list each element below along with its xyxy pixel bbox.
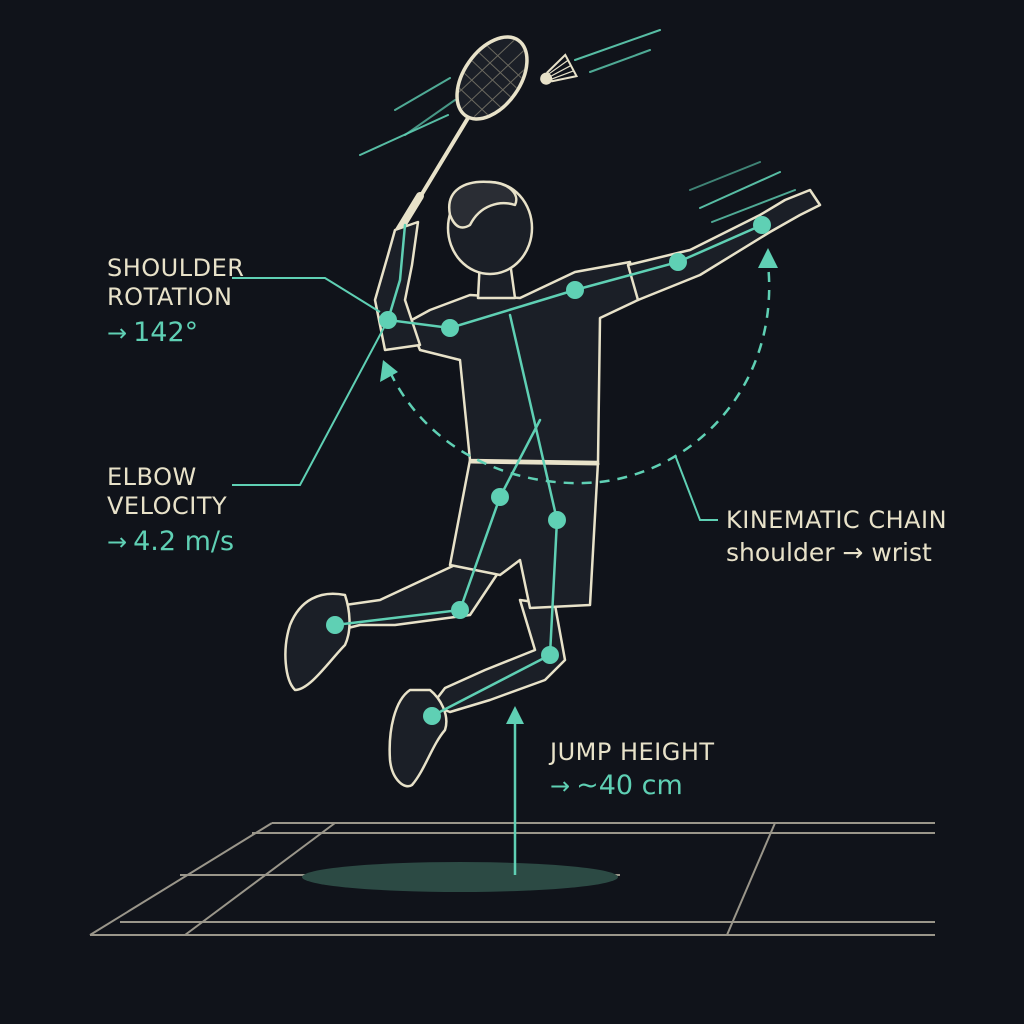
shoulder-rotation-value-row: →142° — [107, 319, 244, 346]
jump-height-arrow — [506, 706, 524, 875]
hip-joint-right — [548, 511, 566, 529]
spine-line-right — [508, 313, 559, 522]
arrow-icon: → — [107, 528, 128, 556]
shuttlecock-icon — [540, 53, 579, 85]
kinematic-chain-arc — [380, 248, 778, 485]
shoulder-leader-line — [232, 277, 381, 313]
player-figure — [284, 180, 822, 788]
landing-shadow — [302, 862, 618, 892]
shoulder-joint-left — [441, 319, 459, 337]
ankle-joint-front — [423, 707, 441, 725]
ankle-joint-back — [326, 616, 344, 634]
back-shoe — [284, 592, 351, 692]
shoulder-rotation-label: SHOULDER ROTATION →142° — [107, 256, 244, 346]
jump-height-label: JUMP HEIGHT →~40 cm — [550, 740, 715, 799]
jump-height-title: JUMP HEIGHT — [550, 738, 715, 766]
shoulder-rotation-value: 142° — [133, 317, 199, 348]
court-service-line-right — [726, 822, 776, 936]
leader-lines — [232, 277, 718, 521]
kinematic-leader-line — [674, 454, 718, 521]
elbow-velocity-label: ELBOW VELOCITY →4.2 m/s — [107, 465, 234, 555]
shorts — [448, 458, 600, 610]
waistband — [468, 460, 600, 466]
hip-joint-left — [491, 488, 509, 506]
court-side-line — [89, 822, 273, 936]
elbow-velocity-value-row: →4.2 m/s — [107, 528, 234, 555]
spine-line-left — [498, 418, 542, 499]
kinematic-chain-sub: shoulder → wrist — [726, 538, 932, 567]
shoulder-rotation-title-2: ROTATION — [107, 283, 233, 311]
shoulder-joint-right — [566, 281, 584, 299]
elbow-leader-line — [232, 319, 389, 486]
shirt — [406, 260, 640, 464]
knee-joint-back — [451, 601, 469, 619]
kinematic-chain-title: KINEMATIC CHAIN — [726, 506, 948, 534]
motion-lines — [359, 29, 796, 223]
knee-joint-front — [541, 646, 559, 664]
jump-height-value: ~40 cm — [576, 770, 683, 801]
elbow-velocity-title-2: VELOCITY — [107, 492, 228, 520]
arrow-icon: → — [107, 319, 128, 347]
kinematic-chain-label: KINEMATIC CHAIN shoulder → wrist — [726, 508, 947, 565]
front-leg — [430, 598, 567, 714]
wrist-joint — [753, 216, 771, 234]
elbow-joint-right — [669, 253, 687, 271]
front-shoe — [388, 688, 448, 788]
reaching-arm — [626, 188, 822, 302]
elbow-velocity-value: 4.2 m/s — [133, 526, 235, 557]
elbow-velocity-title-1: ELBOW — [107, 463, 197, 491]
court-service-line-left — [184, 822, 336, 936]
hair — [447, 180, 518, 229]
arrow-icon: → — [550, 772, 571, 800]
jump-height-value-row: →~40 cm — [550, 772, 715, 799]
shoulder-rotation-title-1: SHOULDER — [107, 254, 245, 282]
